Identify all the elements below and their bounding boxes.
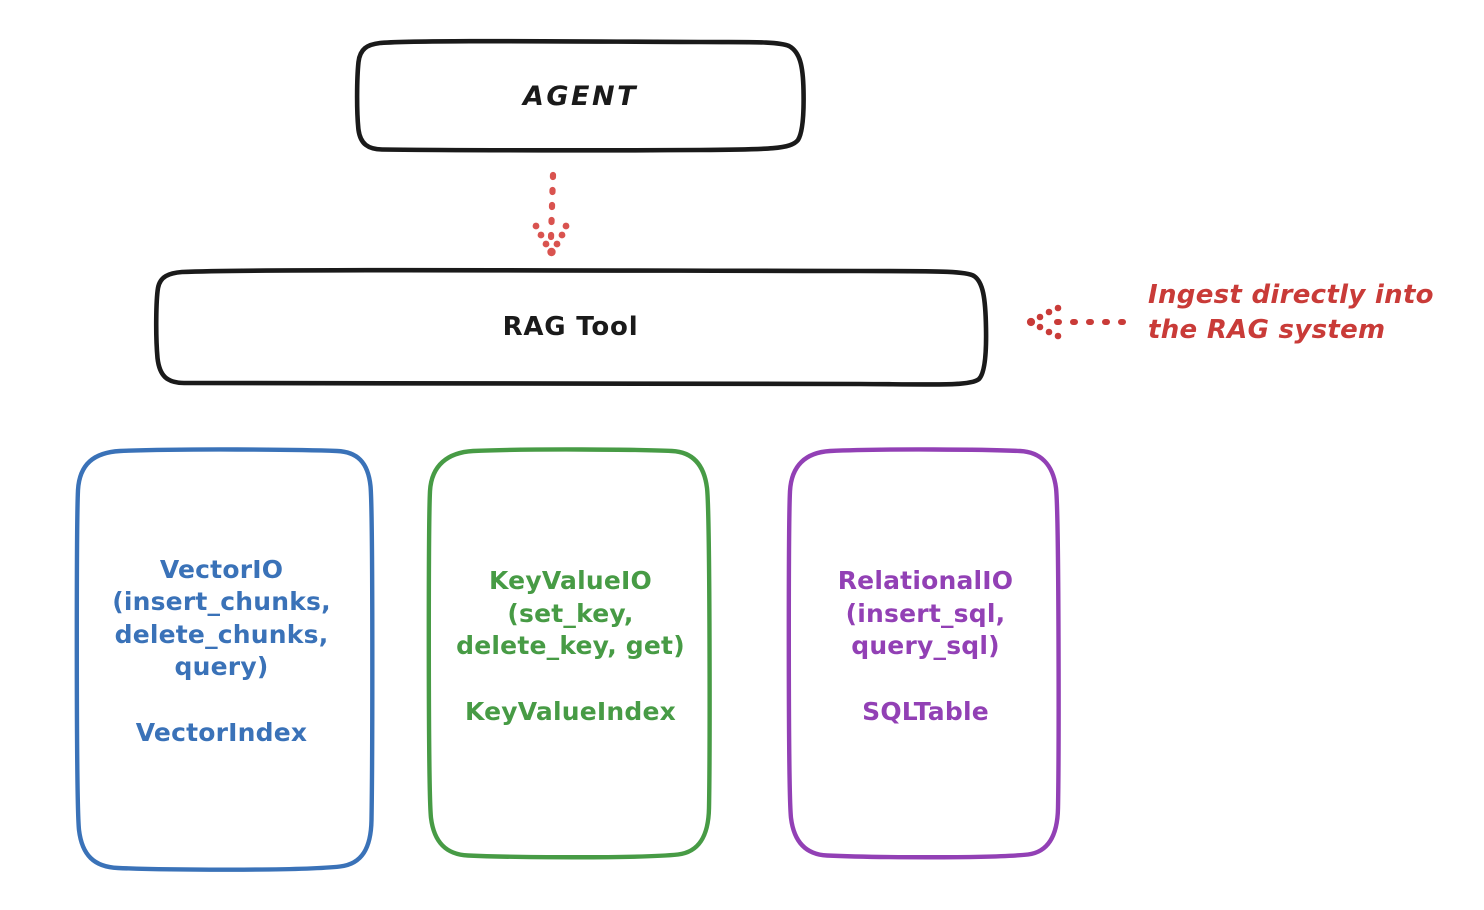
node-rag-tool[interactable]: RAG Tool (157, 271, 984, 384)
node-vector-io-index: VectorIndex (135, 717, 308, 747)
relational-io-box-outline (786, 447, 1061, 860)
rag-tool-box-outline (153, 267, 989, 387)
node-vector-io-methods: VectorIO (insert_chunks, delete_chunks, … (112, 554, 331, 682)
node-agent[interactable]: AGENT (357, 42, 804, 152)
node-rag-tool-label: RAG Tool (502, 311, 639, 342)
node-key-value-io-methods: KeyValueIO (set_key, delete_key, get) (456, 566, 685, 661)
key-value-io-box-outline (426, 447, 712, 860)
node-key-value-io[interactable]: KeyValueIO (set_key, delete_key, get) Ke… (428, 450, 713, 855)
node-relational-io[interactable]: RelationalIO (insert_sql, query_sql) SQL… (788, 450, 1063, 855)
node-agent-label: AGENT (522, 81, 638, 113)
vector-io-box-outline (74, 447, 375, 872)
agent-box-outline (354, 38, 806, 153)
node-vector-io[interactable]: VectorIO (insert_chunks, delete_chunks, … (70, 450, 373, 868)
node-relational-io-table: SQLTable (862, 696, 989, 726)
node-key-value-io-index: KeyValueIndex (464, 696, 677, 726)
connector-agent-to-rag-tool (532, 171, 570, 257)
node-relational-io-methods: RelationalIO (insert_sql, query_sql) (837, 566, 1014, 661)
annotation-ingest-text: Ingest directly into the RAG system (1148, 280, 1434, 345)
connector-ingest-to-rag-tool (1026, 304, 1133, 340)
annotation-ingest: Ingest directly into the RAG system (1148, 278, 1478, 348)
